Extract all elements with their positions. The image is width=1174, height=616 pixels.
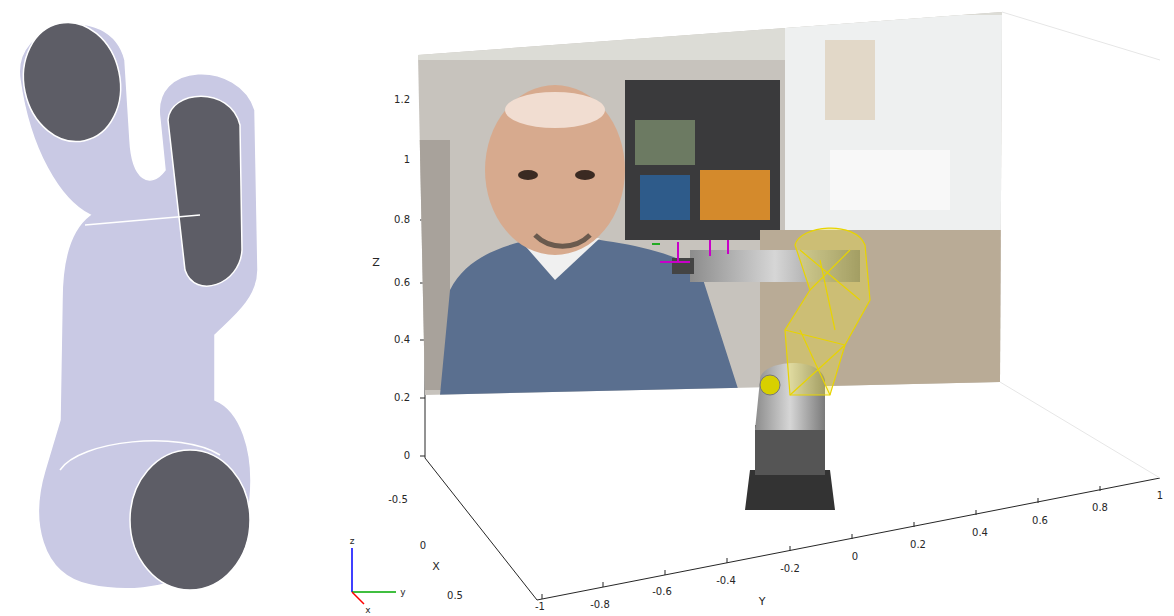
- tick-label: 0.6: [1032, 516, 1048, 526]
- triad-label: y: [400, 588, 405, 597]
- tick-label: 0.2: [910, 540, 926, 550]
- tick-label: 0.4: [394, 335, 410, 345]
- triad-label: z: [350, 537, 355, 546]
- robot-arm: [652, 228, 870, 510]
- tick-label: -0.4: [716, 576, 736, 586]
- tick-label: 0.5: [447, 591, 463, 601]
- axis-triad: [352, 548, 396, 604]
- tick-label: 0.8: [394, 215, 410, 225]
- tick-label: 0.4: [972, 528, 988, 538]
- axis-title: Z: [372, 257, 380, 268]
- tick-label: -0.8: [590, 600, 610, 610]
- triad-label: x: [365, 606, 370, 615]
- axis-title: Y: [759, 596, 766, 607]
- tick-label: 0.6: [394, 278, 410, 288]
- tick-label: 0: [420, 541, 426, 551]
- tick-label: 1.2: [394, 95, 410, 105]
- cad-link: [13, 13, 258, 590]
- tick-label: 1: [1157, 491, 1163, 501]
- back-edges: [1000, 12, 1160, 478]
- tick-label: 0: [852, 552, 858, 562]
- tick-label: 1: [404, 155, 410, 165]
- tick-label: 0: [404, 451, 410, 461]
- tick-label: 0.8: [1092, 503, 1108, 513]
- tick-label: -0.2: [780, 564, 800, 574]
- camera-image: [410, 0, 1010, 400]
- tick-label: 0.2: [394, 393, 410, 403]
- axis-title: X: [432, 561, 440, 572]
- tick-label: -0.6: [652, 587, 672, 597]
- tick-label: -1: [535, 602, 545, 612]
- tick-label: -0.5: [388, 495, 408, 505]
